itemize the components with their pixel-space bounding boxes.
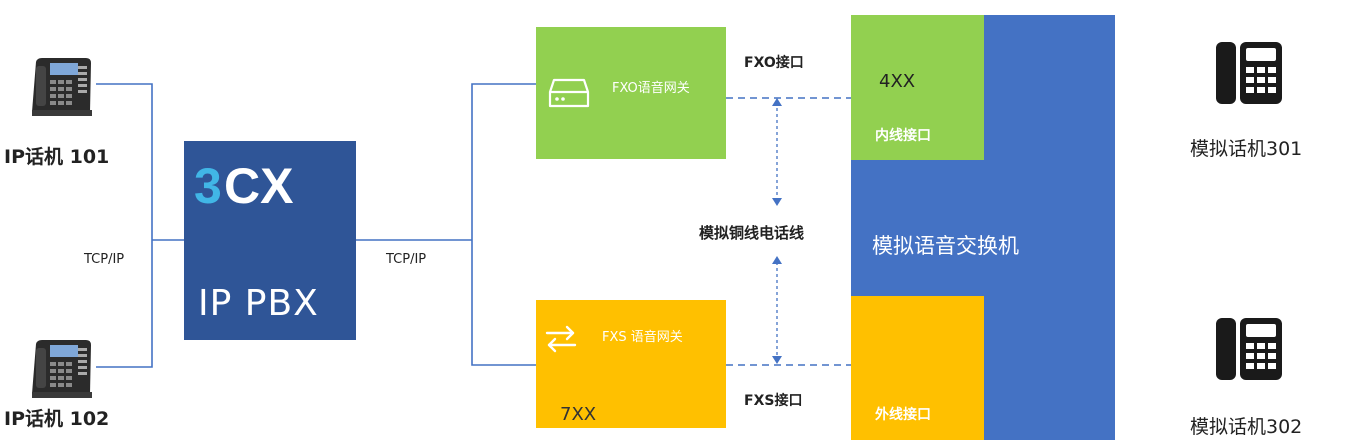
internal-port-label: 内线接口 xyxy=(875,128,931,144)
swap-arrows-icon xyxy=(545,325,577,353)
analog-phone-icon xyxy=(1216,42,1282,104)
tcpip-left-label: TCP/IP xyxy=(84,252,125,267)
external-port-label: 外线接口 xyxy=(875,407,931,423)
copper-line-label: 模拟铜线电话线 xyxy=(699,224,805,242)
fxs-extension-range: 7XX xyxy=(560,404,597,425)
pbx-title: IP PBX xyxy=(198,283,319,324)
switch-external-port: 外线接口 xyxy=(851,296,984,440)
analog-phone-302-label: 模拟话机302 xyxy=(1190,416,1303,438)
internal-extension-range: 4XX xyxy=(879,71,916,92)
ip-pbx-block: 3 CX IP PBX xyxy=(184,141,356,340)
ip-phone-102-label: IP话机 102 xyxy=(4,408,110,430)
fxs-gateway: FXS 语音网关 7XX xyxy=(536,300,726,428)
wire-trunk-gateways xyxy=(471,83,536,366)
drive-icon xyxy=(548,78,590,108)
fxo-gateway: FXO语音网关 xyxy=(536,27,726,159)
switch-internal-port: 4XX 内线接口 xyxy=(851,15,984,160)
tcpip-right-label: TCP/IP xyxy=(386,252,427,267)
logo-accent-digit: 3 xyxy=(194,159,222,211)
analog-phone-icon xyxy=(1216,318,1282,380)
ip-phone-icon xyxy=(32,340,92,398)
analog-switch-title: 模拟语音交换机 xyxy=(872,234,1019,258)
ip-phone-icon xyxy=(32,58,92,116)
analog-phone-301-label: 模拟话机301 xyxy=(1190,138,1303,160)
wire-phone-101 xyxy=(96,83,153,368)
3cx-logo: 3 CX xyxy=(194,159,293,211)
fxo-gateway-title: FXO语音网关 xyxy=(612,81,690,96)
fxs-interface-label: FXS接口 xyxy=(744,393,803,409)
fxs-gateway-title: FXS 语音网关 xyxy=(602,330,683,345)
ip-phone-101-label: IP话机 101 xyxy=(4,146,110,168)
logo-letters: CX xyxy=(224,159,293,211)
fxo-interface-label: FXO接口 xyxy=(744,55,804,71)
